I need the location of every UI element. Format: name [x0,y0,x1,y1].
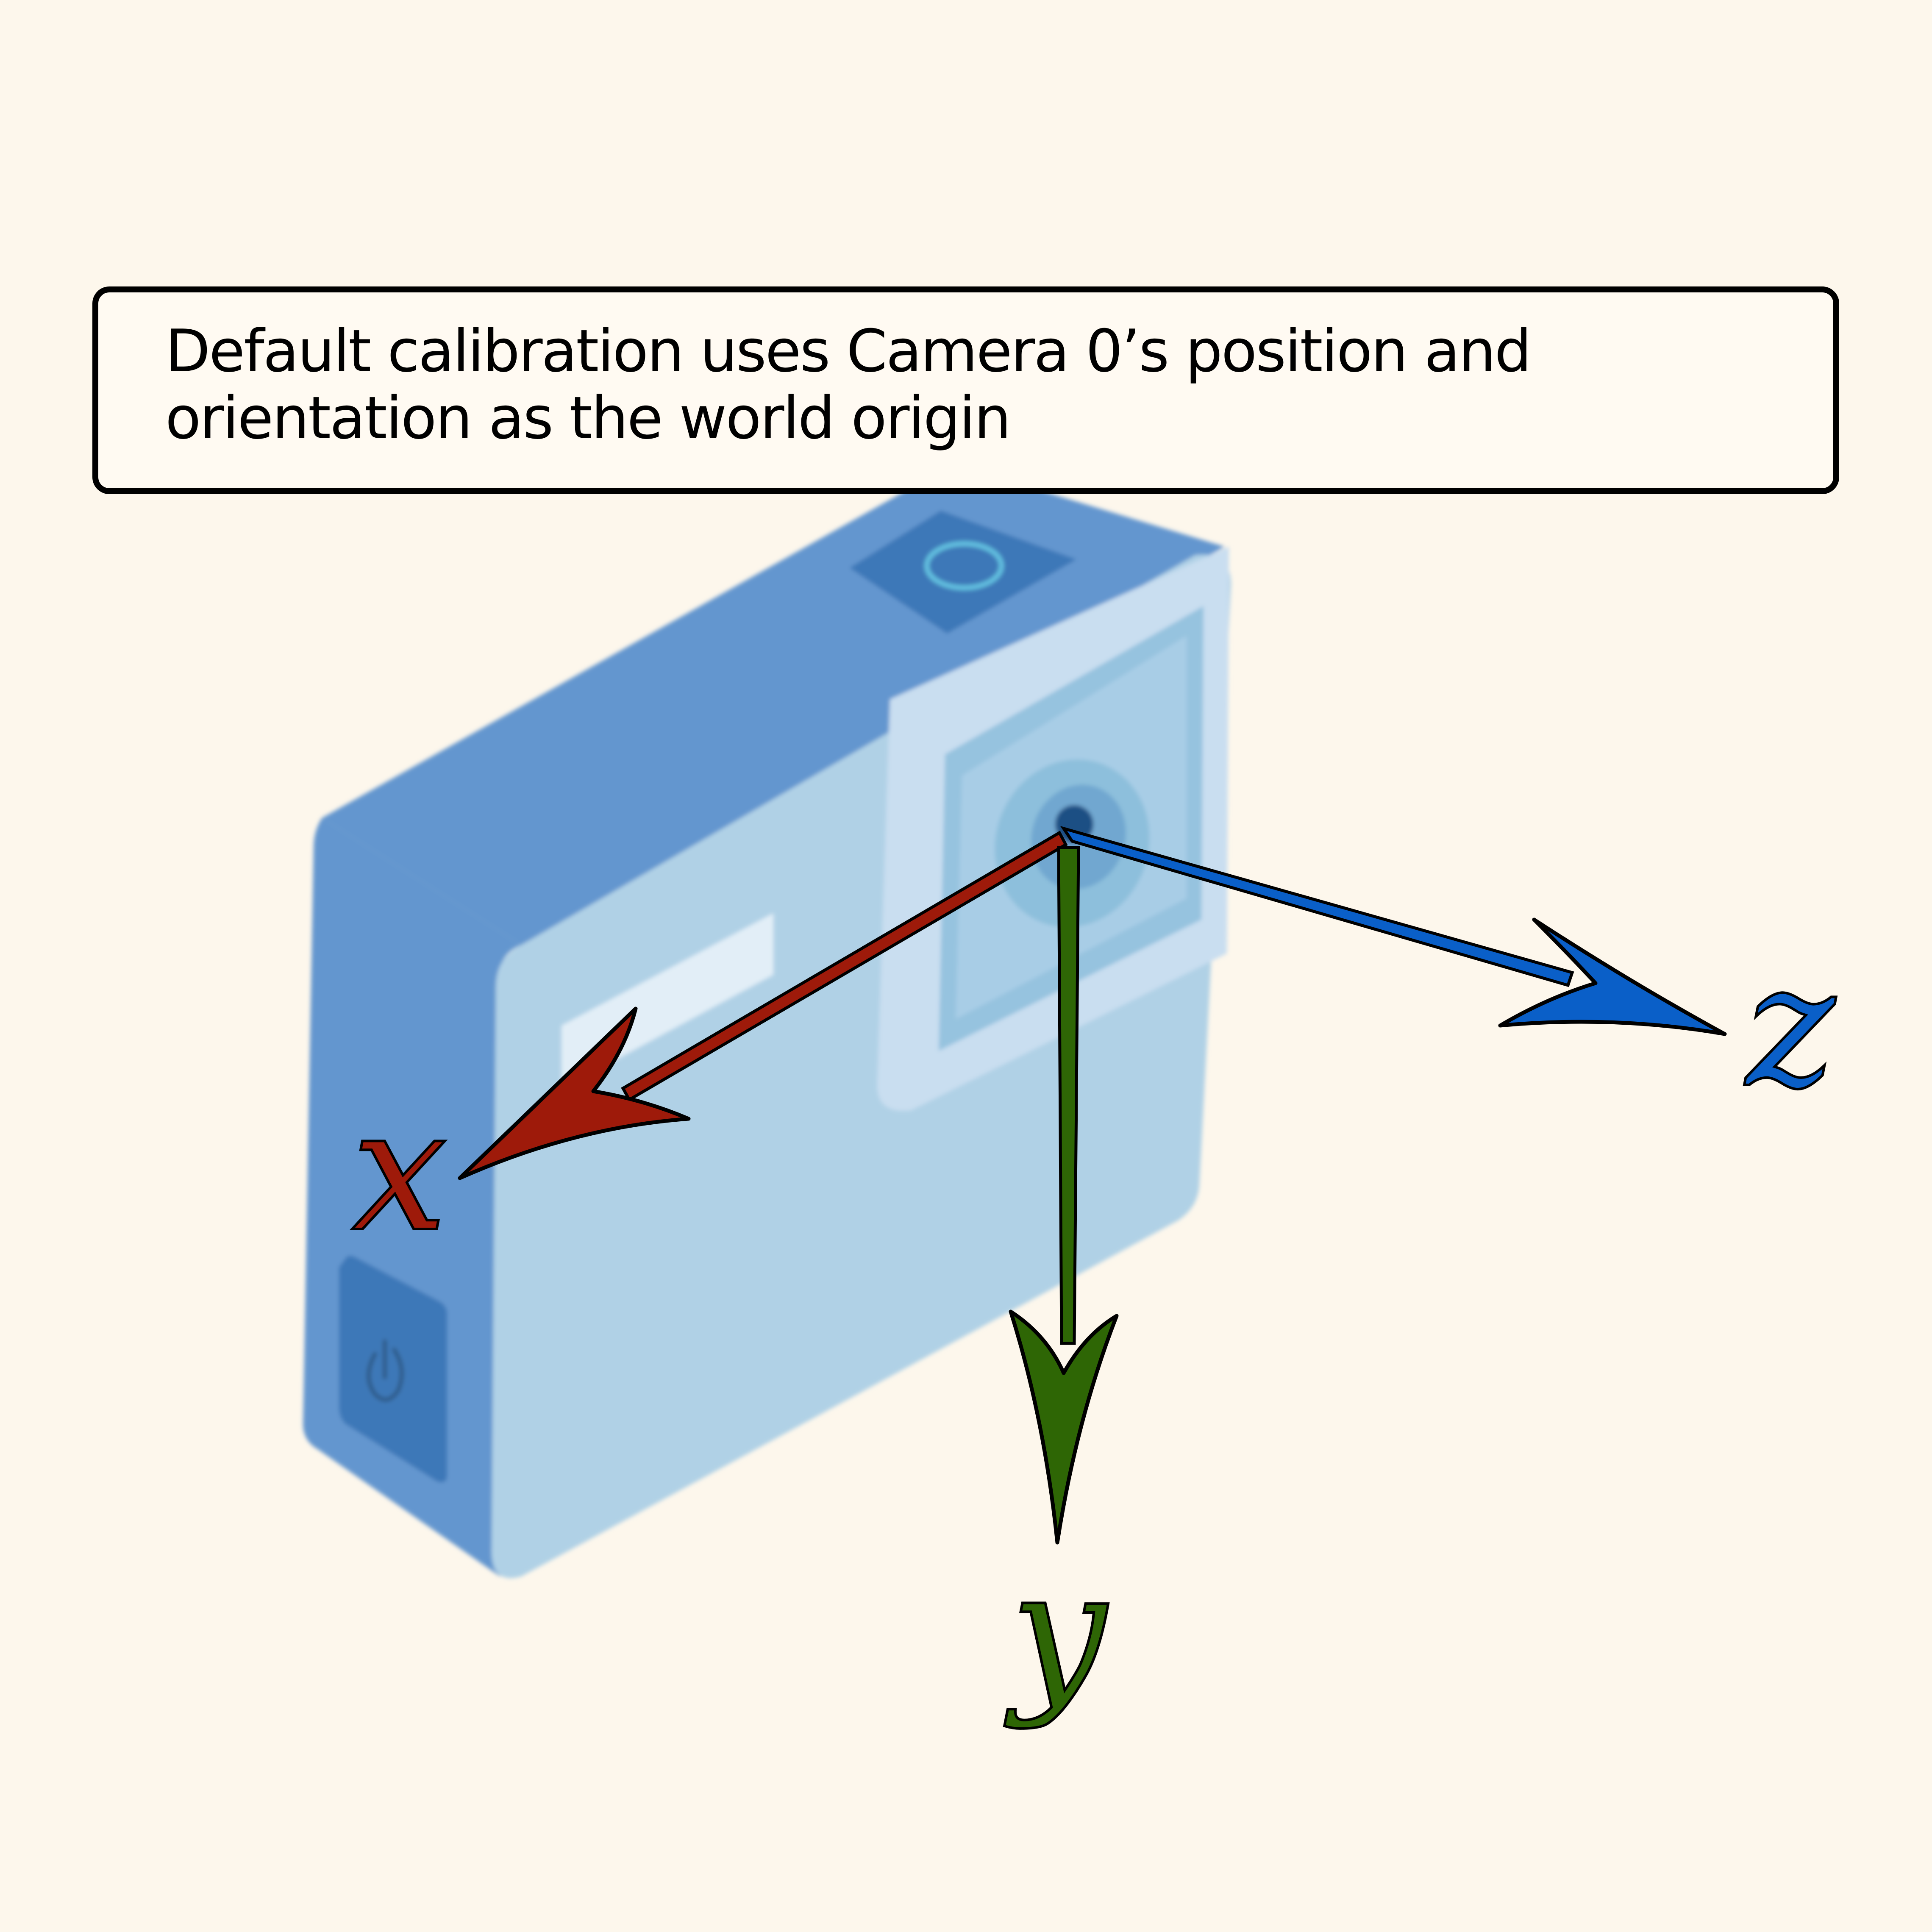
caption-box: Default calibration uses Camera 0’s posi… [92,286,1839,494]
x-axis-label: x [352,1072,448,1269]
z-axis-label: z [1743,928,1839,1125]
y-axis-arrow [1009,846,1119,1545]
caption-line-1: Default calibration uses Camera 0’s posi… [165,317,1532,385]
shutter-button [850,511,1076,634]
x-axis-arrow [458,831,1068,1180]
power-button [339,1256,447,1482]
z-axis-arrow [1060,826,1727,1036]
y-axis-label: y [1003,1534,1109,1731]
circle-icon [924,541,1004,590]
camera-illustration [303,464,1231,1578]
power-icon [367,1339,404,1402]
caption-line-2: orientation as the world origin [165,384,1011,452]
